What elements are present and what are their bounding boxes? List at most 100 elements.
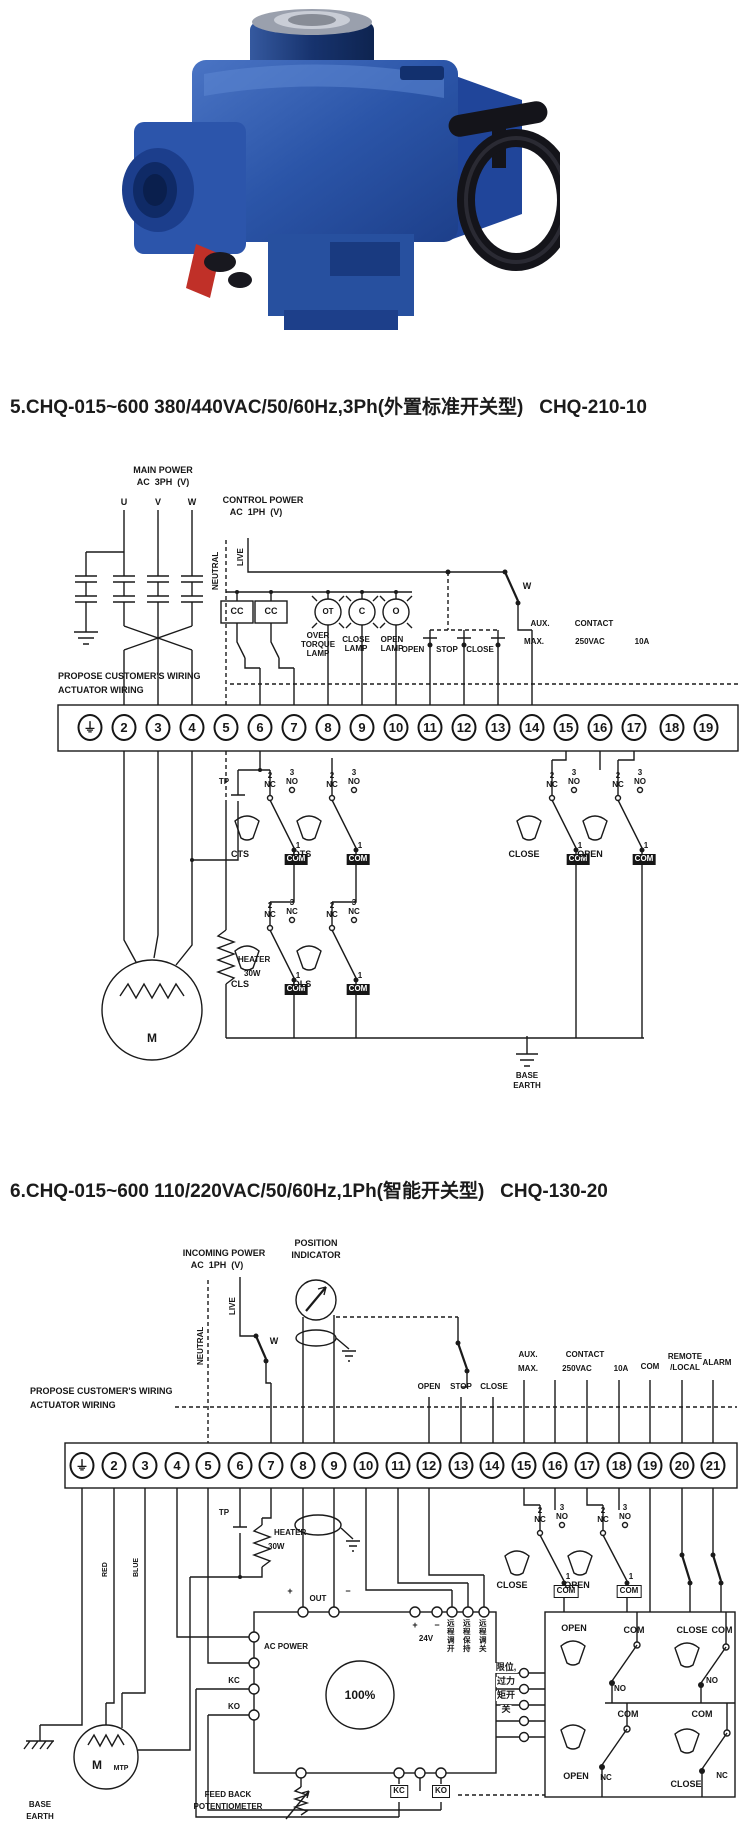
relay-close-nc: NC — [716, 1771, 728, 1780]
close-lamp-2: LAMP — [344, 644, 368, 653]
terminal-18: 18 — [659, 714, 685, 741]
terminal-5: 5 — [213, 714, 239, 741]
close-lamp-1: CLOSE — [342, 635, 370, 644]
terminal-6: 6 — [247, 714, 273, 741]
terminal-5: 5 — [195, 1452, 221, 1479]
ots-3: 3 — [351, 768, 357, 777]
terminal-2: 2 — [111, 714, 137, 741]
ots-2: 2 — [329, 771, 335, 780]
aux-open-no: NO — [619, 1512, 631, 1521]
heater-label: HEATER — [274, 1528, 307, 1537]
cls-1: 1 — [295, 971, 301, 980]
stop-button-label: STOP — [450, 1382, 472, 1391]
cls-nc2: NC — [286, 907, 298, 916]
base-earth-1: BASE — [515, 1071, 539, 1080]
aux-open-1: 1 — [643, 841, 649, 850]
neutral-label: NEUTRAL — [196, 1326, 205, 1365]
cts-com: COM — [284, 854, 308, 865]
aux-open-2: 2 — [600, 1506, 606, 1515]
ac-power-label: AC POWER — [264, 1642, 308, 1651]
ols-2: 2 — [329, 901, 335, 910]
motor-m: M — [147, 1031, 157, 1045]
percent-100: 100% — [344, 1688, 376, 1702]
actuator-wiring: ACTUATOR WIRING — [58, 685, 144, 695]
relay-close-nc-com: COM — [691, 1709, 713, 1719]
relay-open-no-com: COM — [623, 1625, 645, 1635]
terminal-14: 14 — [519, 714, 545, 741]
cts-3: 3 — [289, 768, 295, 777]
cts-1: 1 — [295, 841, 301, 850]
terminal-17: 17 — [621, 714, 647, 741]
aux-250vac: 250VAC — [562, 1364, 592, 1373]
cls-2: 2 — [267, 901, 273, 910]
over-torque-lamp-3: LAMP — [306, 649, 330, 658]
ols-3: 3 — [351, 898, 357, 907]
ots-no: NO — [348, 777, 360, 786]
terminal-4: 4 — [179, 714, 205, 741]
terminal-8: 8 — [290, 1452, 316, 1479]
lamp-ot: OT — [322, 607, 334, 616]
aux-close-3: 3 — [571, 768, 577, 777]
remote-open-cn: 远程调开 — [446, 1619, 456, 1653]
aux-open-1: 1 — [628, 1572, 634, 1581]
motor-m: M — [92, 1758, 102, 1772]
ols-nc2: NC — [348, 907, 360, 916]
cts-2: 2 — [267, 771, 273, 780]
terminal-19: 19 — [693, 714, 719, 741]
out-minus: − — [345, 1586, 351, 1596]
relay-close-no-com: COM — [711, 1625, 733, 1635]
phase-w: W — [187, 497, 197, 507]
heater-30w: 30W — [244, 969, 261, 978]
actuator-wiring: ACTUATOR WIRING — [30, 1400, 116, 1410]
aux-close-3: 3 — [559, 1503, 565, 1512]
terminal-8: 8 — [315, 714, 341, 741]
motor-mtp: MTP — [113, 1765, 129, 1772]
v24-minus: − — [434, 1620, 440, 1630]
stop-button-label: STOP — [436, 645, 458, 654]
wiring-diagram-5-art — [57, 510, 739, 1067]
cts-no: NO — [286, 777, 298, 786]
terminal-11: 11 — [385, 1452, 411, 1479]
ols-name: OLS — [292, 979, 312, 989]
aux-close-2: 2 — [537, 1506, 543, 1515]
base-earth-2: EARTH — [26, 1812, 54, 1821]
ols-1: 1 — [357, 971, 363, 980]
product-photo — [122, 9, 560, 330]
control-power-line1: CONTROL POWER — [222, 495, 304, 505]
w-switch-label: W — [522, 581, 532, 591]
propose-customers-wiring: PROPOSE CUSTOMER'S WIRING — [30, 1386, 173, 1396]
limit-switch-cn-2: 过力 — [495, 1676, 517, 1687]
manual-lever-red — [186, 244, 252, 298]
terminal-17: 17 — [574, 1452, 600, 1479]
aux-close-no: NO — [556, 1512, 568, 1521]
aux-10a: 10A — [634, 637, 650, 646]
tp-label: TP — [218, 1508, 230, 1517]
terminal-3: 3 — [145, 714, 171, 741]
kc-box: KC — [390, 1785, 408, 1798]
relay-open-no-name: OPEN — [561, 1623, 587, 1633]
terminal-14: 14 — [479, 1452, 505, 1479]
terminal-earth: ⏚ — [77, 714, 103, 741]
open-lamp-2: LAMP — [380, 644, 404, 653]
w-switch-label: W — [269, 1336, 279, 1346]
main-power-line1: MAIN POWER — [133, 465, 193, 475]
aux-open-nc: NC — [612, 780, 624, 789]
actuator-gearbox — [122, 122, 246, 254]
aux-open-com: COM — [616, 1585, 642, 1598]
aux-open-com: COM — [632, 854, 656, 865]
ko-label: KO — [228, 1702, 240, 1711]
close-button-label: CLOSE — [466, 645, 494, 654]
relay-open-nc-name: OPEN — [563, 1771, 589, 1781]
aux-close-1: 1 — [565, 1572, 571, 1581]
live-label: LIVE — [228, 1297, 237, 1315]
over-torque-lamp-1: OVER — [306, 631, 330, 640]
live-label: LIVE — [236, 548, 245, 566]
relay-close-no-name: CLOSE — [676, 1625, 708, 1635]
ots-name: OTS — [292, 849, 312, 859]
open-lamp-1: OPEN — [380, 635, 404, 644]
terminal-19: 19 — [637, 1452, 663, 1479]
phase-v: V — [154, 497, 162, 507]
handwheel — [448, 101, 560, 271]
over-torque-lamp-2: TORQUE — [300, 640, 336, 649]
